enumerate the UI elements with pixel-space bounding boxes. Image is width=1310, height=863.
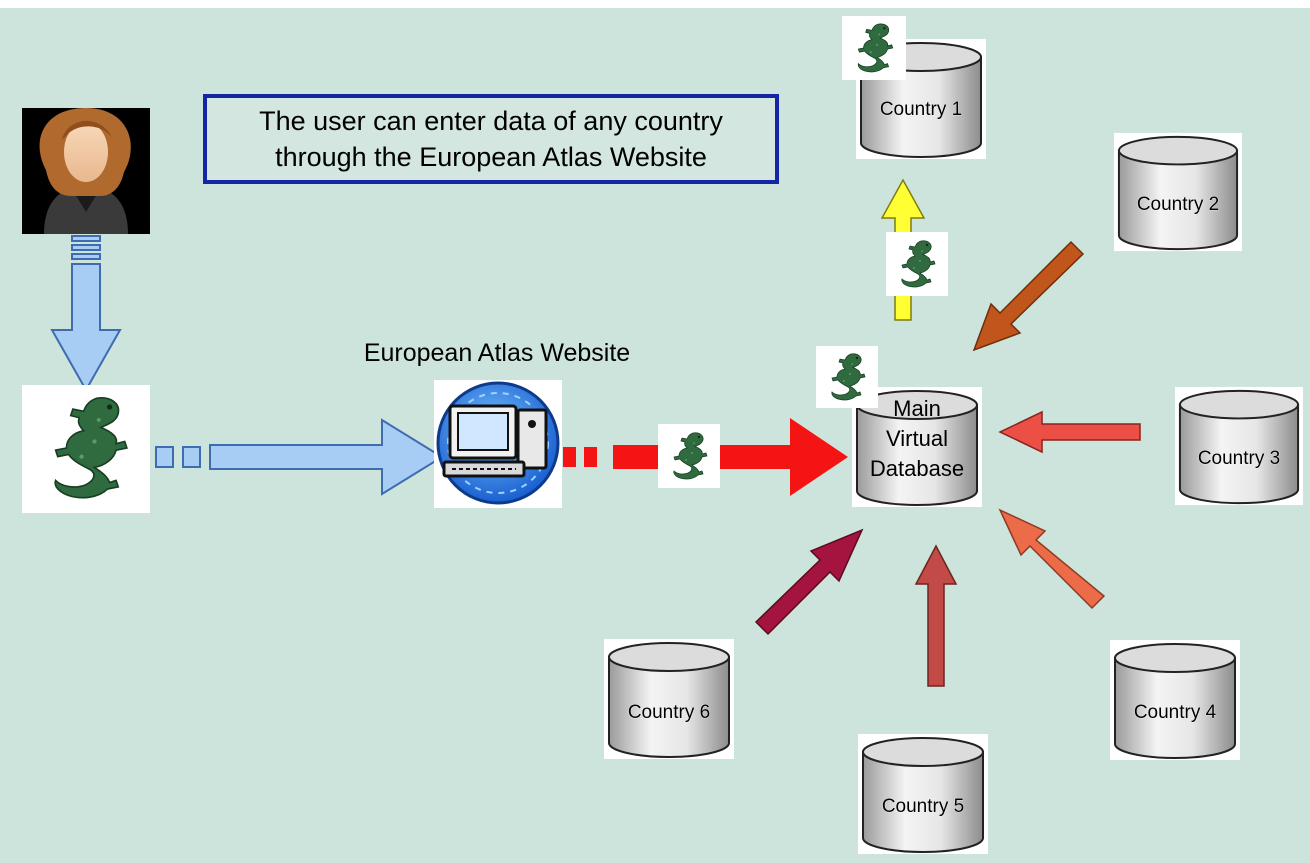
lizard-icon [842,16,906,80]
country-4-to-database-arrow [998,508,1106,610]
country-5-database: Country 5 [858,732,988,856]
country-5-label: Country 5 [882,796,964,817]
main-virtual-database: Main Virtual Database [852,385,982,509]
country-6-to-database-arrow [754,528,864,636]
country-1-database: Country 1 [856,38,986,160]
main-database-line2: Virtual [886,426,948,451]
country-2-database: Country 2 [1114,131,1242,253]
note-box: The user can enter data of any country t… [203,94,779,184]
lizard-icon [886,232,948,296]
country-3-to-database-arrow [998,410,1141,454]
lizard-to-website-arrow [155,418,444,496]
country-3-database: Country 3 [1175,385,1303,507]
country-3-label: Country 3 [1198,448,1280,469]
country-1-label: Country 1 [880,99,962,120]
country-6-label: Country 6 [628,702,710,723]
country-4-database: Country 4 [1110,638,1240,762]
main-database-line3: Database [870,456,964,481]
note-line-2: through the European Atlas Website [275,142,707,172]
country-5-to-database-arrow [914,544,958,687]
website-to-database-arrow [563,418,848,496]
website-label: European Atlas Website [364,339,630,367]
country-2-to-database-arrow [972,240,1085,352]
lizard-icon [816,346,878,408]
note-line-1: The user can enter data of any country [259,106,723,136]
computer-icon [434,380,562,508]
lizard-icon [22,385,150,513]
country-4-label: Country 4 [1134,702,1217,723]
lizard-icon [658,424,720,488]
country-2-label: Country 2 [1137,194,1219,215]
user-avatar-icon [22,108,150,234]
country-6-database: Country 6 [604,637,734,761]
user-to-lizard-arrow [50,235,122,393]
main-database-line1: Main [893,396,941,421]
